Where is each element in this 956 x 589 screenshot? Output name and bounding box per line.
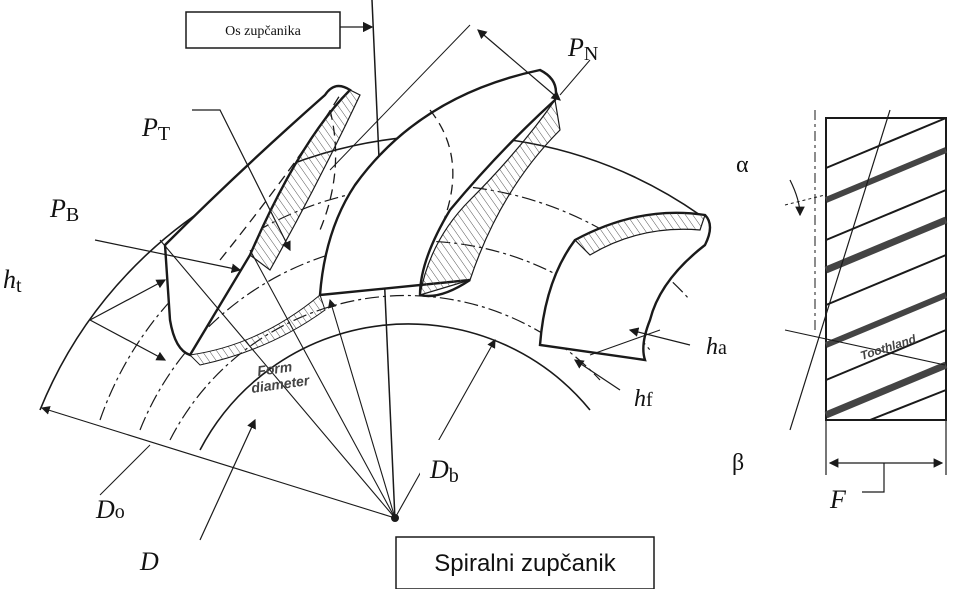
label-alpha: α xyxy=(736,152,749,178)
label-PB: PB xyxy=(49,194,79,226)
root-diameter-arc xyxy=(199,323,591,451)
pb-leader xyxy=(94,239,242,273)
label-beta: β xyxy=(732,450,744,476)
label-PT: PT xyxy=(141,113,170,145)
label-ha: ha xyxy=(706,334,727,360)
label-ht: ht xyxy=(3,265,22,297)
face-stripe-9 xyxy=(869,389,947,421)
ha-leader-2 xyxy=(589,329,661,356)
pn-dimension xyxy=(477,29,561,101)
radius-line-form xyxy=(327,298,396,519)
radius-line-Do xyxy=(40,406,396,519)
caption-box: Spiralni zupčanik xyxy=(395,536,655,589)
face-stripe-6 xyxy=(824,292,948,348)
face-stripe-3 xyxy=(825,189,947,241)
beta-ref xyxy=(784,329,946,366)
d-leader xyxy=(199,418,256,541)
ht-dimension xyxy=(89,279,167,321)
helix-line-1 xyxy=(219,94,341,261)
gear-tooth-middle-shade xyxy=(419,98,561,296)
face-stripe-2 xyxy=(824,147,948,203)
gear-centre xyxy=(391,514,399,522)
ht-dimension-2 xyxy=(89,319,167,361)
label-D: D xyxy=(139,547,159,576)
label-PN: PN xyxy=(567,33,598,65)
ha-leader xyxy=(628,327,691,346)
face-stripe-7 xyxy=(825,329,947,381)
face-stripe-8 xyxy=(824,361,948,419)
label-hf: hf xyxy=(634,386,653,412)
title-box-text: Os zupčanika xyxy=(225,24,302,39)
label-F: F xyxy=(829,485,847,514)
form-diameter-text-1: Form xyxy=(256,358,293,379)
do-leader xyxy=(99,444,151,496)
pt-leader xyxy=(192,109,291,252)
face-width-drawing xyxy=(784,109,948,493)
gear-tooth-right xyxy=(538,211,712,362)
radius-line-D xyxy=(249,249,396,519)
gear-drawing xyxy=(39,0,712,541)
title-box: Os zupčanika xyxy=(185,11,341,49)
face-stripe-5 xyxy=(825,254,947,306)
alpha-arc-tick xyxy=(784,194,826,206)
alpha-arc xyxy=(789,179,805,217)
f-leader xyxy=(862,463,885,493)
form-diameter-arc xyxy=(169,294,601,441)
radius-line-root xyxy=(159,239,396,519)
pn-leader xyxy=(329,24,471,171)
gear-tooth-right-shade xyxy=(574,212,706,256)
pn-extension xyxy=(559,59,591,96)
helix-ref-line xyxy=(789,109,891,431)
label-Do: Do xyxy=(95,495,125,524)
face-stripe-4 xyxy=(824,216,948,274)
radius-line-Db xyxy=(394,339,496,519)
tooth-gap-root xyxy=(188,294,326,366)
caption-box-text: Spiralni zupčanik xyxy=(434,550,616,577)
label-Db: Db xyxy=(429,455,459,487)
face-stripe-1 xyxy=(825,117,947,169)
hf-leader xyxy=(574,359,621,391)
